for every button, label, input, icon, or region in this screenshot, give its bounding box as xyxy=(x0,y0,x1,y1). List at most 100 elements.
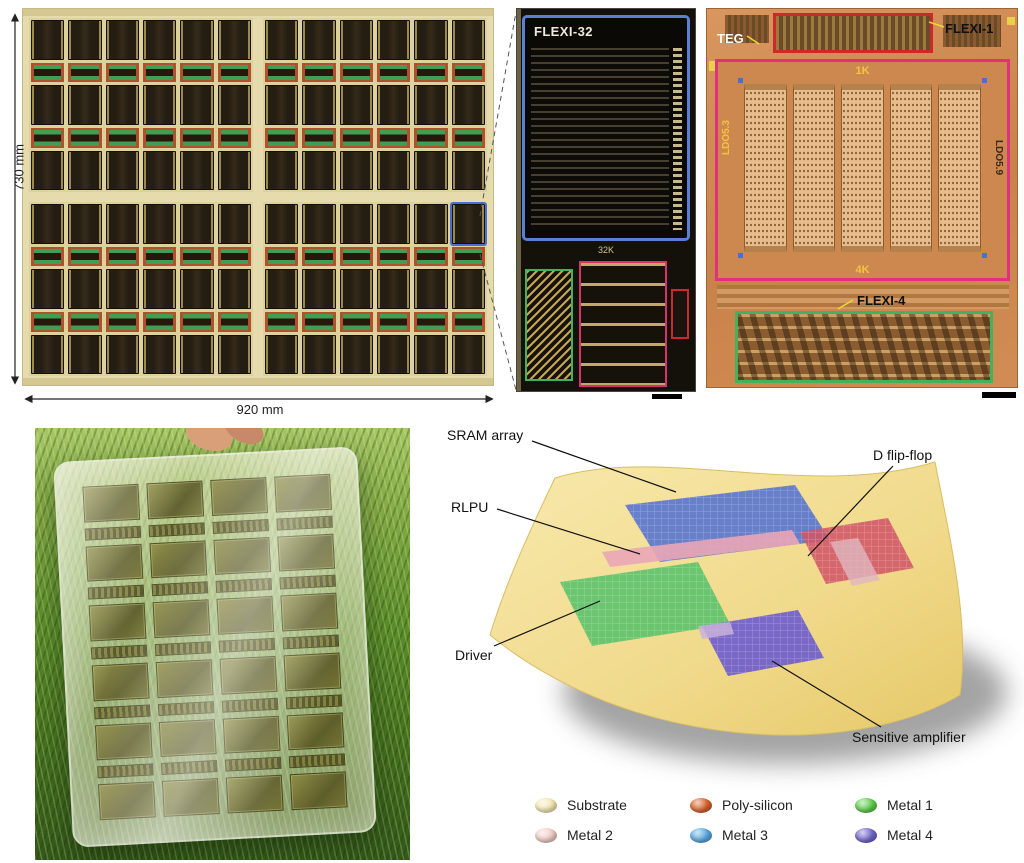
wafer-chip xyxy=(376,334,411,374)
wafer-chip xyxy=(142,150,177,190)
sheet-interconnect xyxy=(215,578,273,594)
sheet-interconnect xyxy=(212,518,269,534)
wafer-test-module xyxy=(414,62,448,83)
legend-label: Poly-silicon xyxy=(722,797,793,813)
legend-item-metal3: Metal 3 xyxy=(690,827,855,843)
metal2-swatch xyxy=(535,827,557,843)
wafer-chip xyxy=(376,204,411,244)
wafer-chip xyxy=(414,204,448,244)
sheet-interconnect xyxy=(97,763,154,779)
width-dimension-label: 920 mm xyxy=(236,402,284,417)
sheet-chip xyxy=(94,722,153,761)
wafer-test-module xyxy=(376,127,411,148)
wafer-chip xyxy=(31,150,65,190)
wafer-chip xyxy=(339,269,373,309)
callout-d-flip-flop: D flip-flop xyxy=(873,447,933,463)
wafer-chip xyxy=(217,204,251,244)
wafer-test-module xyxy=(142,311,177,332)
wafer-test-module xyxy=(339,246,373,267)
die-array-column xyxy=(938,84,981,252)
wafer-chip xyxy=(265,334,299,374)
die-alignment-mark xyxy=(709,61,715,71)
wafer-chip xyxy=(414,150,448,190)
sheet-interconnect xyxy=(93,704,151,719)
flexi32-capacity-label: 32K xyxy=(597,245,614,255)
wafer-chip xyxy=(265,269,299,309)
wafer-chip xyxy=(302,150,336,190)
wafer-chip xyxy=(265,20,299,60)
wafer-chip xyxy=(105,204,139,244)
sheet-interconnect xyxy=(157,700,215,716)
wafer-chip xyxy=(31,269,65,309)
flexi32-highlight-box: FLEXI-32 xyxy=(522,15,690,241)
die-4k-label: 4K xyxy=(855,264,870,276)
panel-wafer-photo xyxy=(22,8,494,386)
wafer-test-module xyxy=(339,127,373,148)
sheet-chip xyxy=(146,480,205,520)
poly-silicon-swatch xyxy=(690,797,712,813)
wafer-chip xyxy=(265,150,299,190)
sheet-chip xyxy=(225,774,284,814)
wafer-test-module xyxy=(68,62,102,83)
die-corner-mark xyxy=(982,253,987,258)
wafer-chip xyxy=(105,150,139,190)
die-green-highlight-box xyxy=(735,311,993,383)
die-array-column xyxy=(792,84,836,252)
wafer-chip xyxy=(105,269,139,309)
wafer-test-module xyxy=(68,127,102,148)
driver-texture xyxy=(560,562,730,646)
wafer-chip xyxy=(31,204,65,244)
sheet-chip xyxy=(158,718,217,758)
wafer-chip xyxy=(451,20,485,60)
wafer-edge-band xyxy=(23,9,493,16)
sheet-chip xyxy=(222,715,281,754)
wafer-test-module xyxy=(142,246,177,267)
sheet-chip xyxy=(213,536,272,576)
wafer-test-module xyxy=(414,127,448,148)
sheet-interconnect xyxy=(221,697,279,713)
wafer-chip xyxy=(180,204,214,244)
wafer-chip xyxy=(302,269,336,309)
metal4-swatch xyxy=(855,827,877,843)
wafer-chip xyxy=(180,269,214,309)
wafer-test-module xyxy=(414,246,448,267)
sheet-chip xyxy=(88,602,147,642)
die-top-block xyxy=(943,15,1001,47)
wafer-chip xyxy=(449,202,487,246)
scale-bar xyxy=(652,394,682,399)
wafer-test-module xyxy=(180,246,214,267)
sheet-chip xyxy=(152,599,211,639)
height-dimension-label: 730 mm xyxy=(11,144,27,191)
wafer-test-module xyxy=(142,62,177,83)
die-corner-mark xyxy=(738,78,743,83)
wafer-test-module xyxy=(217,311,251,332)
flexible-sheet xyxy=(53,446,377,848)
wafer-test-module xyxy=(31,246,65,267)
wafer-test-module xyxy=(105,311,139,332)
wafer-test-module xyxy=(451,127,485,148)
wafer-edge-band xyxy=(23,378,493,385)
wafer-test-module xyxy=(31,62,65,83)
flexi32-green-highlight-box xyxy=(525,269,573,381)
die-array-column xyxy=(889,84,933,252)
sheet-chip xyxy=(155,659,214,698)
wafer-chip xyxy=(105,85,139,125)
wafer-chip xyxy=(217,334,251,374)
wafer-chip xyxy=(68,20,102,60)
wafer-test-module xyxy=(376,311,411,332)
flexi32-pad-column xyxy=(673,48,682,230)
wafer-chip xyxy=(142,334,177,374)
wafer-test-module xyxy=(217,127,251,148)
die-logic-rows xyxy=(717,285,1009,309)
teg-label: TEG xyxy=(717,31,744,46)
wafer-chip xyxy=(142,85,177,125)
wafer-chip xyxy=(451,334,485,374)
sheet-chip xyxy=(277,533,336,572)
metal3-swatch xyxy=(690,827,712,843)
wafer-chip xyxy=(414,334,448,374)
wafer-chip xyxy=(265,85,299,125)
wafer-test-module xyxy=(180,127,214,148)
die-corner-mark xyxy=(982,78,987,83)
wafer-test-module xyxy=(265,62,299,83)
